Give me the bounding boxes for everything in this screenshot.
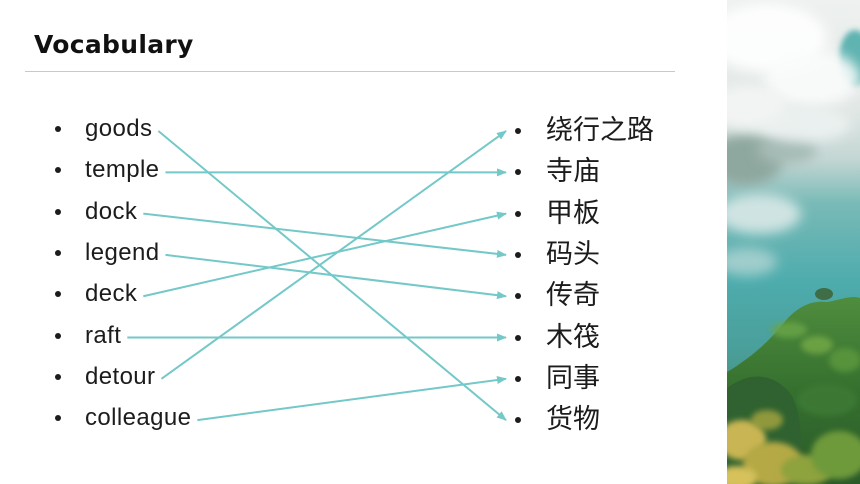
chinese-meaning: 木筏 — [546, 321, 600, 353]
english-word: deck — [85, 280, 138, 308]
bullet — [55, 208, 61, 215]
chinese-meaning-item: 码头 — [515, 234, 654, 275]
chinese-meaning-item: 同事 — [515, 358, 654, 399]
english-word: detour — [85, 362, 156, 390]
match-arrow — [143, 211, 507, 298]
bullet — [55, 167, 61, 174]
english-word-item: legend — [55, 232, 191, 273]
chinese-meaning: 甲板 — [546, 197, 600, 229]
chinese-meaning: 传奇 — [546, 280, 600, 312]
match-arrow — [143, 212, 507, 258]
english-word: raft — [85, 321, 122, 349]
bullet — [515, 417, 521, 424]
english-word: goods — [85, 115, 153, 143]
bullet — [55, 332, 61, 339]
match-arrow — [157, 130, 507, 421]
chinese-meaning: 寺庙 — [546, 156, 600, 188]
bullet — [515, 128, 521, 135]
english-word: colleague — [85, 404, 192, 432]
chinese-meaning-list: 绕行之路 寺庙 甲板 码头 传奇 木筏 同事 货物 — [515, 110, 654, 440]
bullet — [55, 126, 61, 133]
chinese-meaning-item: 木筏 — [515, 317, 654, 358]
english-word: dock — [85, 197, 138, 225]
chinese-meaning-item: 绕行之路 — [515, 110, 654, 151]
english-word-item: dock — [55, 191, 191, 232]
english-word-list: goods temple dock legend deck raft detou… — [55, 108, 191, 438]
english-word-item: temple — [55, 150, 191, 191]
bullet — [55, 291, 61, 298]
bullet — [515, 334, 521, 341]
chinese-meaning-item: 传奇 — [515, 276, 654, 317]
title-divider — [25, 71, 675, 72]
bullet — [515, 375, 521, 382]
match-arrow — [160, 130, 507, 380]
english-word-item: raft — [55, 315, 191, 356]
bullet — [55, 415, 61, 422]
match-arrow — [165, 253, 507, 300]
bullet — [515, 169, 521, 176]
bullet — [515, 251, 521, 258]
chinese-meaning: 同事 — [546, 362, 600, 394]
bullet — [515, 293, 521, 300]
bullet — [55, 373, 61, 380]
landscape-photo — [727, 0, 860, 484]
chinese-meaning-item: 甲板 — [515, 193, 654, 234]
english-word: temple — [85, 156, 160, 184]
match-arrow — [197, 376, 507, 422]
chinese-meaning: 货物 — [546, 404, 600, 436]
english-word: legend — [85, 238, 160, 266]
chinese-meaning-item: 寺庙 — [515, 152, 654, 193]
chinese-meaning: 码头 — [546, 238, 600, 270]
chinese-meaning-item: 货物 — [515, 399, 654, 440]
english-word-item: deck — [55, 274, 191, 315]
english-word-item: colleague — [55, 397, 191, 438]
english-word-item: goods — [55, 108, 191, 149]
bullet — [515, 210, 521, 217]
bullet — [55, 249, 61, 256]
slide-title: Vocabulary — [34, 30, 194, 59]
english-word-item: detour — [55, 356, 191, 397]
chinese-meaning: 绕行之路 — [546, 115, 654, 147]
